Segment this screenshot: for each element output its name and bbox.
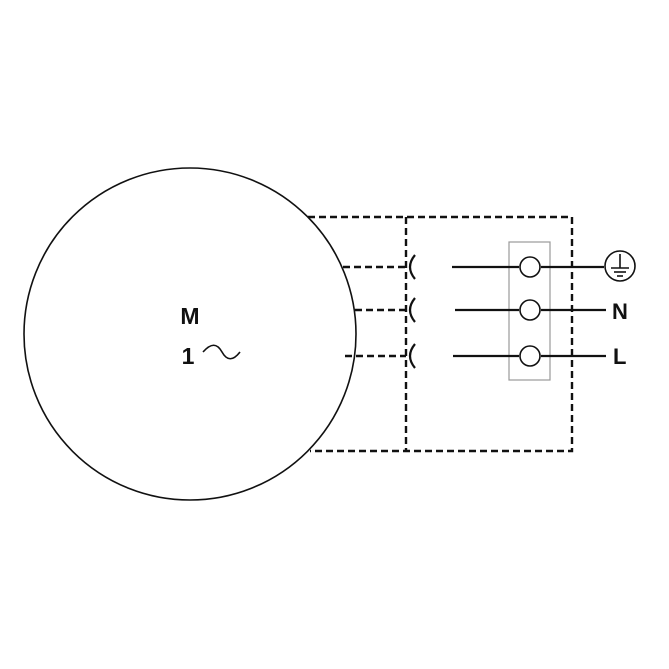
terminal-label-line: L (613, 344, 626, 369)
plug-connector-3 (408, 343, 416, 369)
plug-connector-2 (408, 297, 416, 323)
plug-connector-1 (408, 254, 416, 280)
earth-ground-icon (604, 250, 636, 282)
plug-connectors (408, 254, 416, 369)
terminal-screw-earth (519, 256, 541, 278)
motor-phase-number: 1 (182, 343, 195, 369)
motor-ac-symbol (202, 344, 241, 360)
motor-leads (343, 265, 406, 358)
terminal-screw-line (519, 345, 541, 367)
motor-symbol: M (180, 303, 199, 329)
terminal-screw-neutral (519, 299, 541, 321)
motor-circle (23, 167, 357, 501)
wires (452, 265, 606, 358)
terminal-label-neutral: N (612, 299, 628, 324)
terminal-screws (519, 256, 541, 367)
junction-box-outline (308, 215, 574, 453)
